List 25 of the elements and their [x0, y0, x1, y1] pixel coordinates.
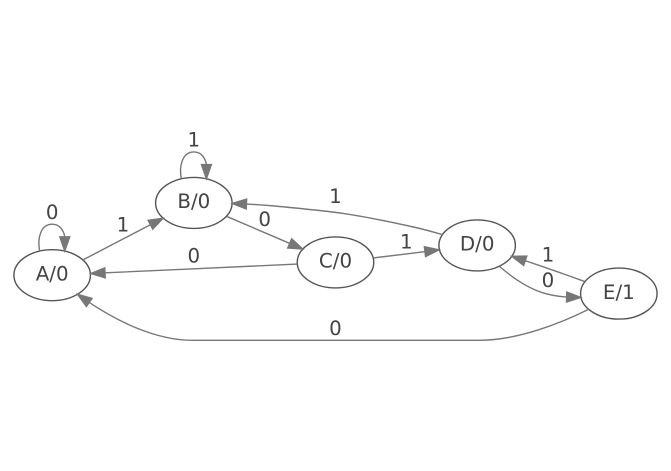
edge-label: 1	[329, 185, 342, 208]
arrow	[82, 217, 165, 260]
edge-label: 0	[258, 208, 271, 231]
edge-label: 1	[542, 243, 554, 266]
edge-label: 1	[400, 230, 413, 254]
edge-label: 0	[542, 268, 554, 292]
arrow	[230, 198, 443, 236]
edge-label: 1	[116, 214, 130, 237]
arrow	[499, 266, 583, 303]
node-ellipse: D/0	[438, 219, 516, 272]
arrow	[38, 223, 71, 254]
edge-label: 1	[188, 128, 200, 152]
node-ellipse: C/0	[296, 236, 374, 289]
edge-label: 0	[188, 244, 200, 268]
arrow	[88, 263, 298, 279]
arrow	[76, 293, 589, 342]
edge-label: 0	[329, 316, 342, 340]
arrow	[180, 151, 212, 181]
node-ellipse: E/1	[580, 267, 658, 320]
arrow	[226, 216, 305, 250]
arrow	[510, 255, 585, 282]
arrow	[373, 246, 442, 259]
node-ellipse: A/0	[13, 248, 92, 302]
node-ellipse: B/0	[154, 176, 233, 230]
edge-label: 0	[46, 200, 58, 224]
